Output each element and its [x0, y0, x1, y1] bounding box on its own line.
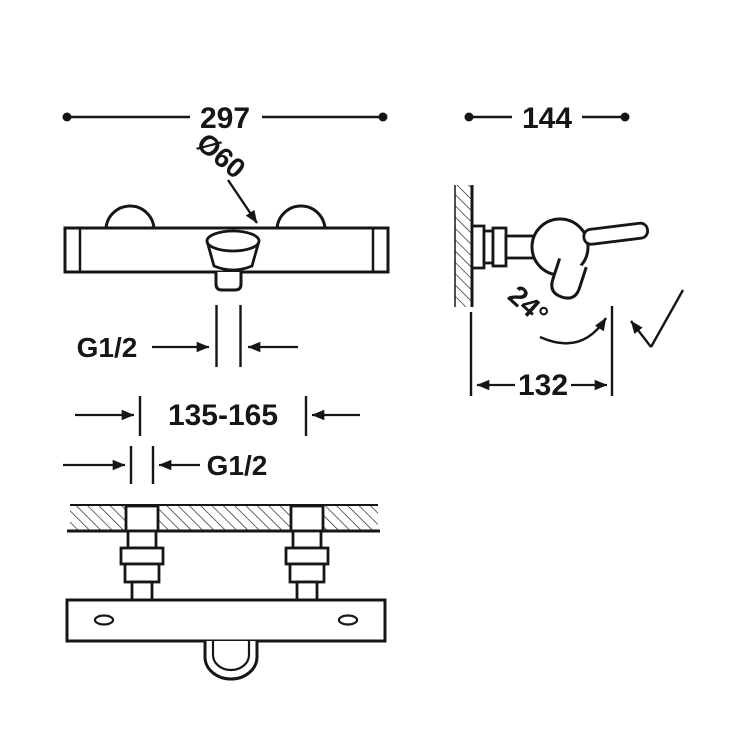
- dimension-spout-angle: [539, 317, 608, 345]
- lever-handle: [582, 221, 649, 246]
- left-supply-connection: [119, 504, 165, 603]
- side-view: [454, 185, 685, 348]
- spout-front-inner: [211, 641, 251, 672]
- label-overall-width: 297: [200, 102, 250, 135]
- dimension-overall-width: [62, 112, 388, 122]
- dimension-spout-reach: [469, 306, 614, 396]
- right-supply-connection: [284, 504, 330, 603]
- label-inlet-thread: G1/2: [207, 450, 268, 481]
- right-slot: [337, 614, 359, 626]
- left-slot: [93, 614, 115, 626]
- dimension-overall-depth: [464, 112, 630, 122]
- leader-cartridge-diameter: [227, 179, 258, 224]
- label-spout-reach: 132: [518, 369, 568, 402]
- front-view: [63, 204, 390, 292]
- wall-hatch: [70, 505, 378, 531]
- label-outlet-thread: G1/2: [77, 332, 138, 363]
- label-cartridge-diameter: Ø60: [191, 127, 251, 185]
- cartridge-top: [205, 229, 261, 253]
- installed-view: [65, 504, 387, 681]
- mixer-body-installed: [65, 598, 387, 643]
- dimension-inlet-spacing: [75, 396, 360, 436]
- spout-side: [550, 257, 588, 300]
- side-body: [470, 217, 649, 300]
- wall-hatch-side: [455, 185, 472, 307]
- outlet-stub: [214, 272, 243, 292]
- label-overall-depth: 144: [522, 102, 572, 135]
- dimension-outlet-thread: [152, 305, 298, 367]
- spout-front: [203, 641, 259, 681]
- lever-motion-arrow: [630, 289, 685, 348]
- label-spout-angle: 24°: [502, 279, 554, 330]
- dimension-inlet-thread: [63, 446, 200, 484]
- label-inlet-spacing: 135-165: [168, 399, 278, 432]
